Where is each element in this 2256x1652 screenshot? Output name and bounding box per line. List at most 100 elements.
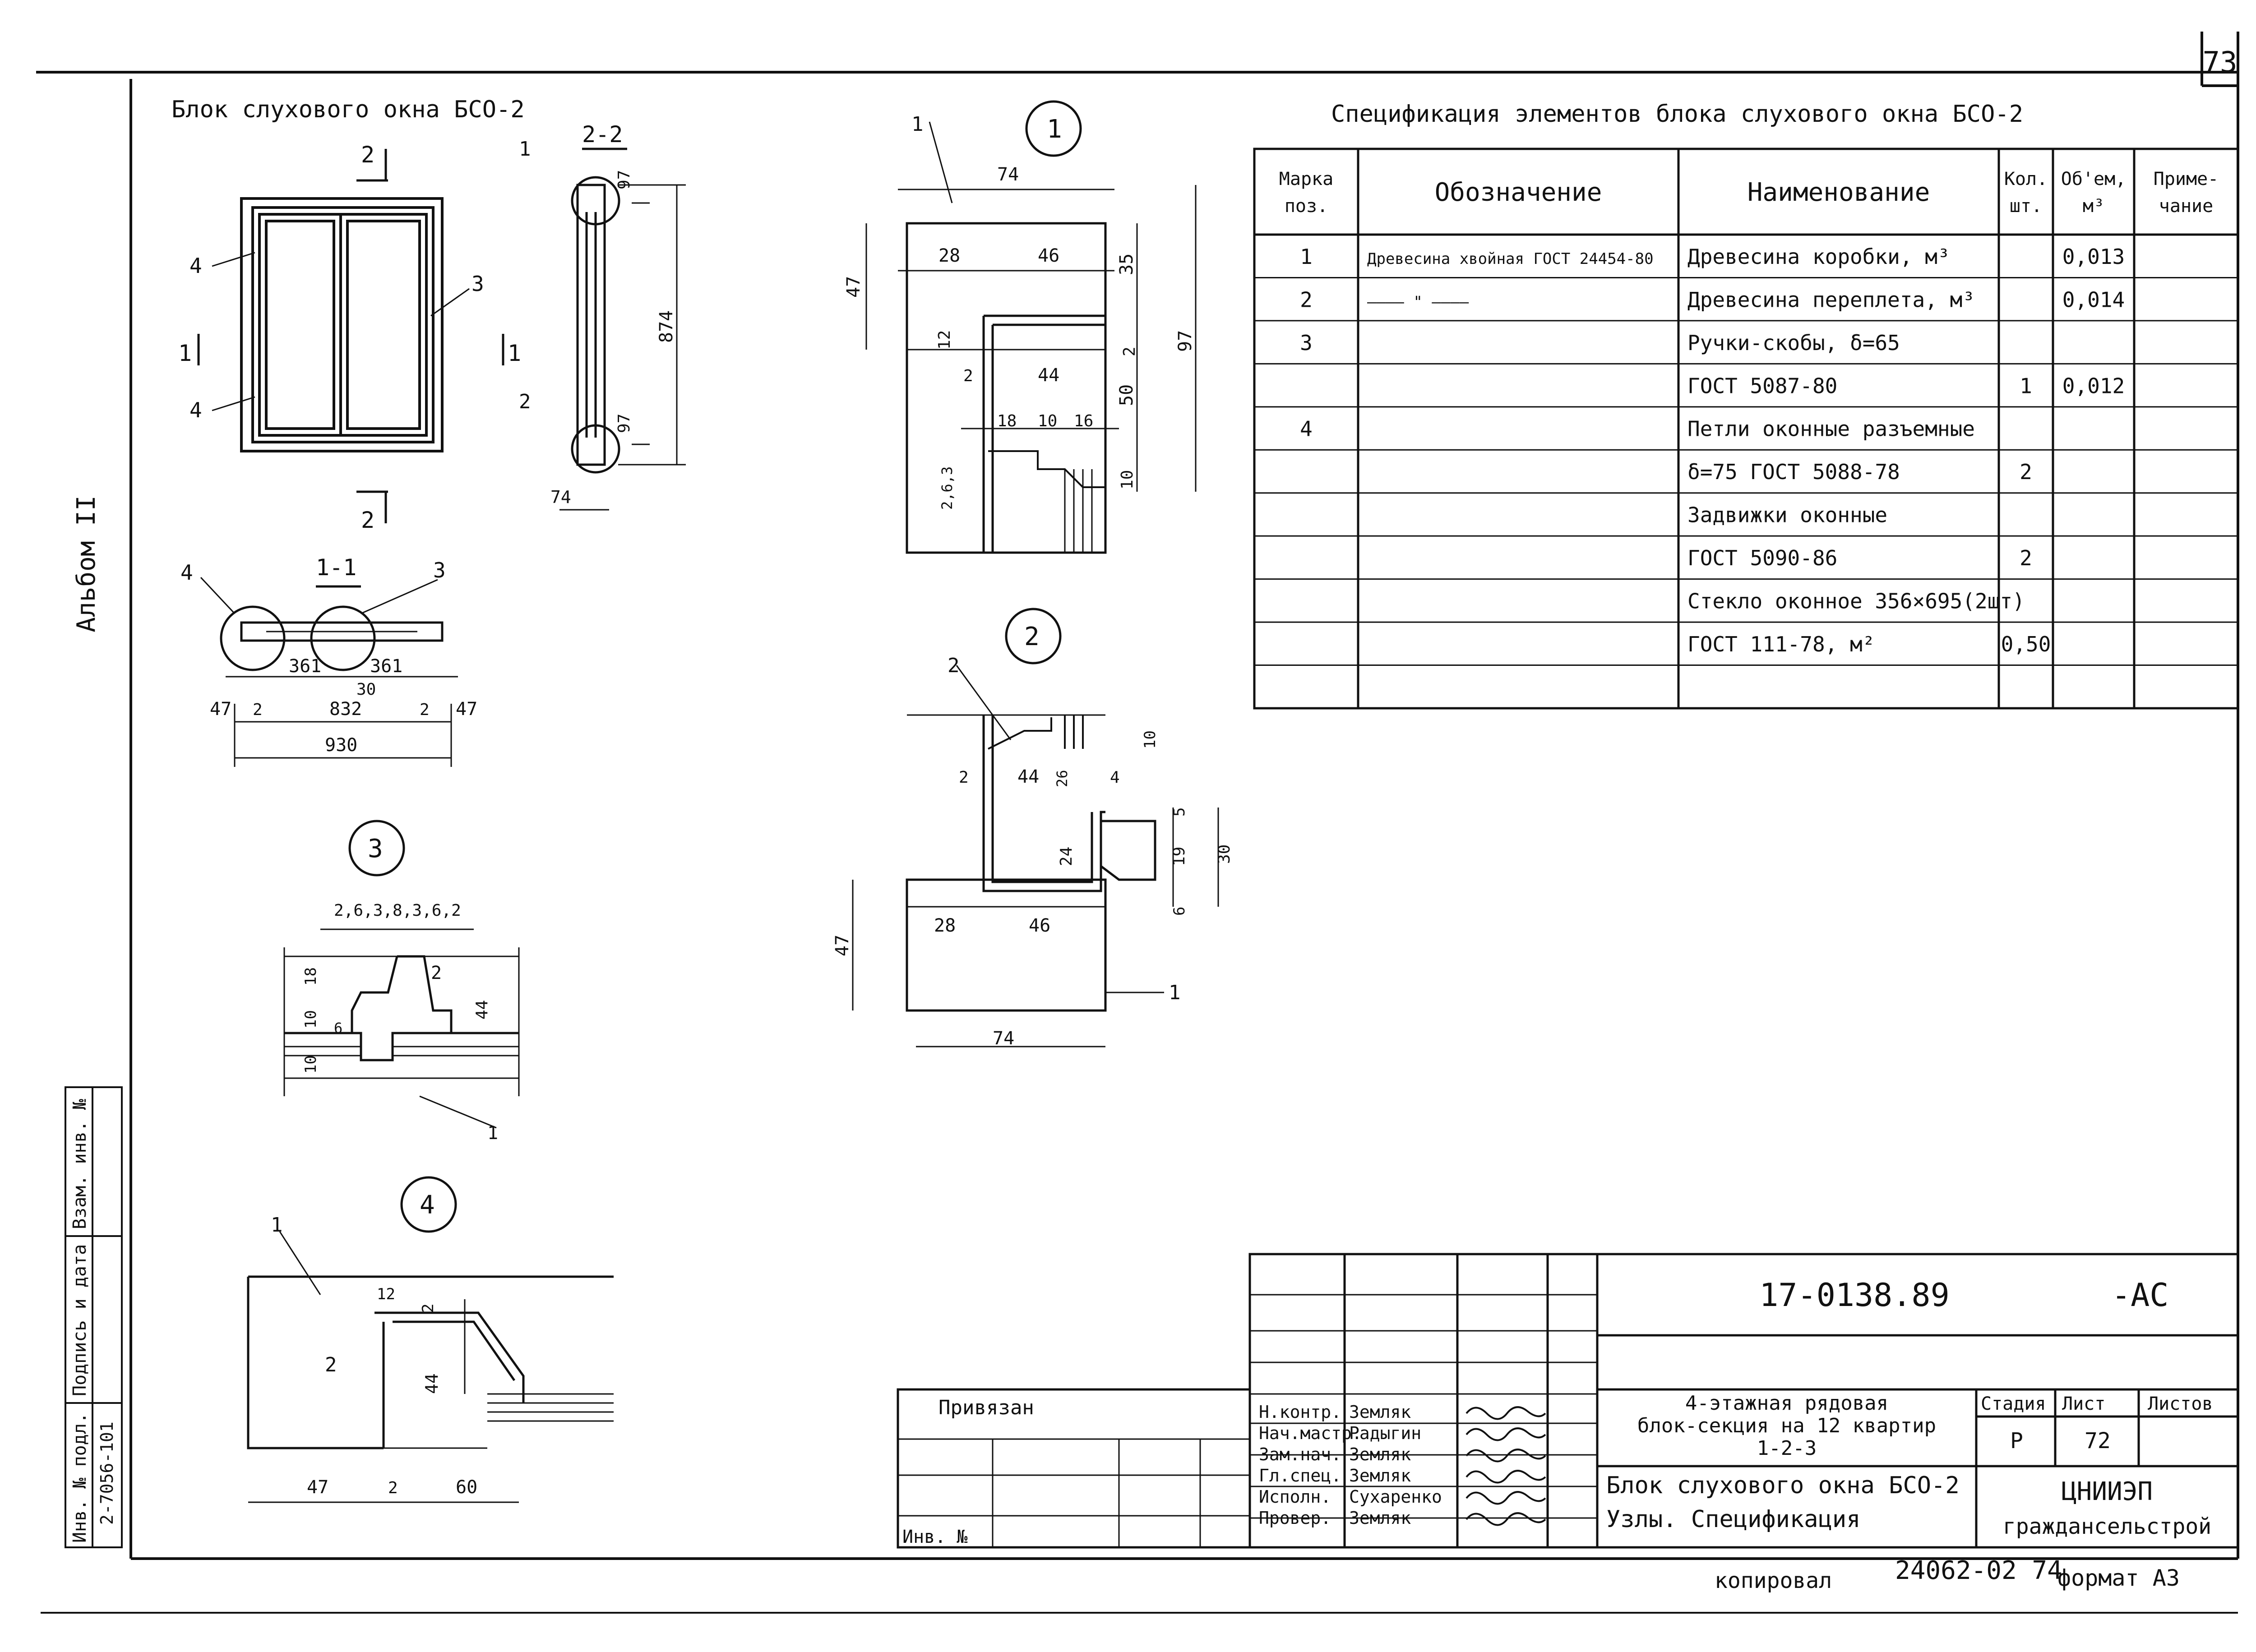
dim-2-right: 2 [420, 701, 430, 719]
section-mark-1-right: 1 [508, 340, 521, 366]
title-suffix: -АС [2112, 1277, 2168, 1314]
signature-mark [1465, 1491, 1546, 1505]
role-title: Нач.мастр. [1259, 1423, 1362, 1443]
section-1-1 [200, 577, 458, 767]
spec-header-cell: чание [2159, 196, 2213, 217]
spec-cell: Ручки-скобы, δ=65 [1687, 331, 1900, 355]
node-1-d5: 18 [997, 412, 1017, 430]
node-2-w: 74 [993, 1028, 1014, 1049]
node-1-h1: 47 [843, 276, 864, 298]
dim-361-left: 361 [289, 656, 321, 677]
node-1-d1: 12 [935, 330, 954, 350]
node-1-d6: 10 [1038, 412, 1057, 430]
signature-mark [1465, 1449, 1546, 1463]
callout-4-a: 4 [190, 254, 202, 278]
strip-value: 2-7056-101 [97, 1421, 117, 1525]
node-2-c2: 2 [959, 768, 969, 787]
spec-header-cell: Кол. [2004, 169, 2048, 189]
spec-cell: ———— " ———— [1367, 293, 1469, 311]
spec-cell: ГОСТ 5090-86 [1687, 546, 1837, 570]
node-3-callout-2: 2 [431, 963, 442, 983]
spec-header-cell: Об'ем, [2061, 169, 2127, 189]
node-4-w1: 47 [307, 1477, 328, 1498]
spec-header-cell: Наименование [1747, 178, 1930, 207]
dim-832: 832 [329, 699, 362, 720]
node-3-h1: 18 [302, 967, 320, 986]
title-roles: Н.контр.ЗемлякНач.мастр.РадыгинЗам.нач.З… [1259, 1402, 1546, 1528]
title-project-1: 4-этажная рядовая [1685, 1392, 1888, 1415]
node-4-h: 44 [422, 1373, 442, 1394]
section-mark-2-bottom: 2 [361, 507, 374, 533]
role-name: Земляк [1349, 1444, 1411, 1464]
spec-cell: 3 [1300, 331, 1313, 355]
strip-inv-no: Инв. № подл. [69, 1412, 90, 1543]
title-bound: Привязан [938, 1396, 1034, 1419]
node-4-callout-2: 2 [325, 1353, 337, 1376]
node-1-d10: 2 [1120, 346, 1139, 356]
left-strip [65, 1086, 123, 1548]
org-1: ЦНИИЭП [2062, 1477, 2153, 1506]
dim-930: 930 [325, 735, 357, 756]
node-1 [865, 100, 1197, 554]
dim-47-left: 47 [210, 699, 231, 720]
node-2-a: 28 [934, 915, 956, 936]
node-1-a: 28 [938, 245, 960, 266]
node-2-b: 46 [1029, 915, 1050, 936]
spec-cell: Задвижки оконные [1687, 503, 1887, 527]
node-2-callout-2: 2 [948, 654, 960, 677]
role-name: Земляк [1349, 1466, 1411, 1486]
section-2-2-height: 874 [656, 310, 677, 343]
node-1-h2: 35 [1116, 254, 1137, 275]
section-2-2-label: 2-2 [582, 121, 623, 148]
spec-cell: ГОСТ 5087-80 [1687, 374, 1837, 398]
node-3-g: 6 [334, 1020, 342, 1037]
spec-cell: 4 [1300, 417, 1313, 441]
spec-cell: 2 [1300, 287, 1313, 312]
node-1-w: 74 [997, 164, 1019, 185]
spec-cell: 0,014 [2062, 287, 2125, 312]
title-project-3: 1-2-3 [1757, 1437, 1817, 1460]
section-1-1-callout-4: 4 [180, 560, 193, 585]
node-2-c10: 6 [1170, 907, 1188, 916]
role-name: Радыгин [1349, 1423, 1421, 1443]
spec-header-cell: Обозначение [1435, 178, 1602, 207]
spec-cell: 0,012 [2062, 374, 2125, 398]
node-3-h2: 10 [302, 1010, 320, 1029]
role-title: Провер. [1259, 1508, 1331, 1528]
footer-copied: копировал [1715, 1568, 1832, 1593]
spec-cell: Древесина переплета, м³ [1687, 287, 1975, 312]
node-1-d4: 50 [1116, 384, 1137, 406]
title-code: 17-0138.89 [1759, 1277, 1949, 1314]
sheets-header: Листов [2148, 1394, 2213, 1414]
spec-header-cell: шт. [2010, 196, 2042, 217]
spec-cell: Петли оконные разъемные [1687, 417, 1975, 441]
spec-cell: 1 [2020, 374, 2032, 398]
dim-30: 30 [356, 680, 376, 699]
node-4-a: 12 [377, 1285, 395, 1303]
title-block [897, 1253, 2239, 1549]
node-1-d9: 2,6,3 [938, 466, 956, 510]
node-3-callout-1: 1 [487, 1123, 498, 1144]
callout-4-b: 4 [190, 398, 202, 422]
section-mark-2-top: 2 [361, 142, 374, 168]
role-name: Сухаренко [1349, 1487, 1442, 1507]
callout-3: 3 [472, 272, 484, 296]
window-elevation [197, 149, 504, 523]
node-2-c5: 24 [1057, 847, 1076, 866]
node-3-h3: 10 [302, 1055, 320, 1074]
footer-format: формат А3 [2057, 1565, 2180, 1591]
spec-cell: 2 [2020, 546, 2032, 570]
strip-signature: Подпись и дата [69, 1244, 90, 1396]
node-1-d7: 16 [1074, 412, 1093, 430]
album-label: Альбом II [72, 495, 101, 632]
role-name: Земляк [1349, 1508, 1411, 1528]
node-4-w2: 2 [388, 1479, 398, 1497]
role-name: Земляк [1349, 1402, 1411, 1422]
node-4 [247, 1176, 614, 1503]
section-2-2-depth: 74 [550, 487, 571, 507]
node-2-c9: 30 [1215, 844, 1234, 864]
node-3 [283, 820, 520, 1129]
strip-replace-inv: Взам. инв. № [69, 1099, 90, 1229]
spec-header-cell: поз. [1285, 196, 1328, 217]
